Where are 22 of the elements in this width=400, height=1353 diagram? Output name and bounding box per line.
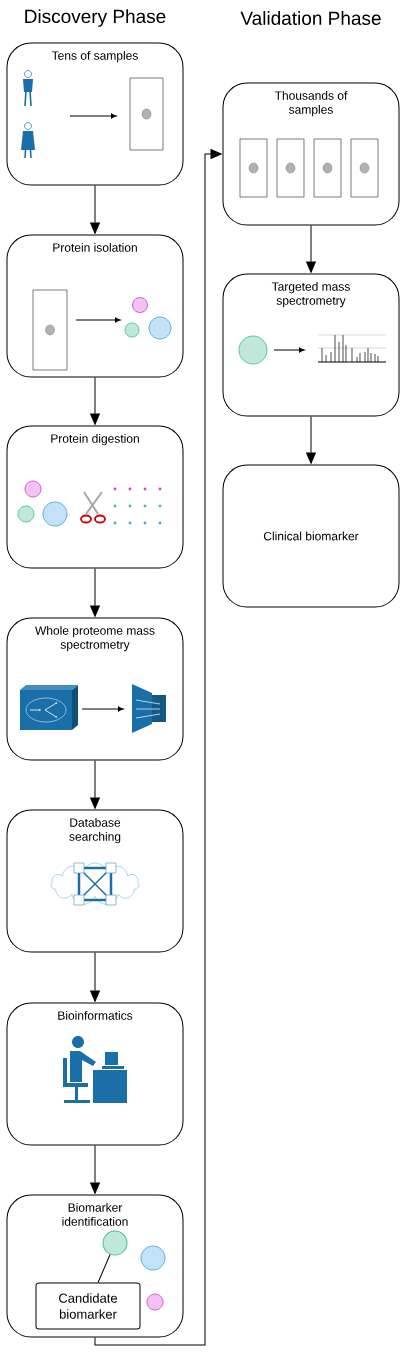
- arrow: [94, 149, 222, 1346]
- leader-line: [97, 1254, 111, 1283]
- callout-box: Candidate biomarker: [35, 1282, 141, 1330]
- process-box: Whole proteome mass spectrometry: [6, 617, 184, 761]
- arrow: [90, 377, 100, 425]
- arrow: [90, 952, 100, 1002]
- process-box: Protein isolation: [6, 234, 184, 378]
- process-box: Database searching: [6, 809, 184, 953]
- protein-circle: [102, 1230, 128, 1256]
- process-box: Clinical biomarker: [222, 464, 400, 608]
- arrow: [90, 1145, 100, 1194]
- arrow: [90, 760, 100, 809]
- arrow: [306, 225, 316, 273]
- process-box: Bioinformatics: [6, 1002, 184, 1146]
- arrow: [90, 185, 100, 234]
- process-box: Tens of samples: [6, 42, 184, 186]
- phase-heading: Validation Phase: [240, 11, 381, 25]
- process-box: Targeted mass spectrometry: [222, 273, 400, 417]
- process-box: Protein digestion: [6, 425, 184, 569]
- process-box: Thousands of samples: [222, 82, 400, 226]
- arrow: [90, 568, 100, 617]
- arrow: [306, 416, 316, 464]
